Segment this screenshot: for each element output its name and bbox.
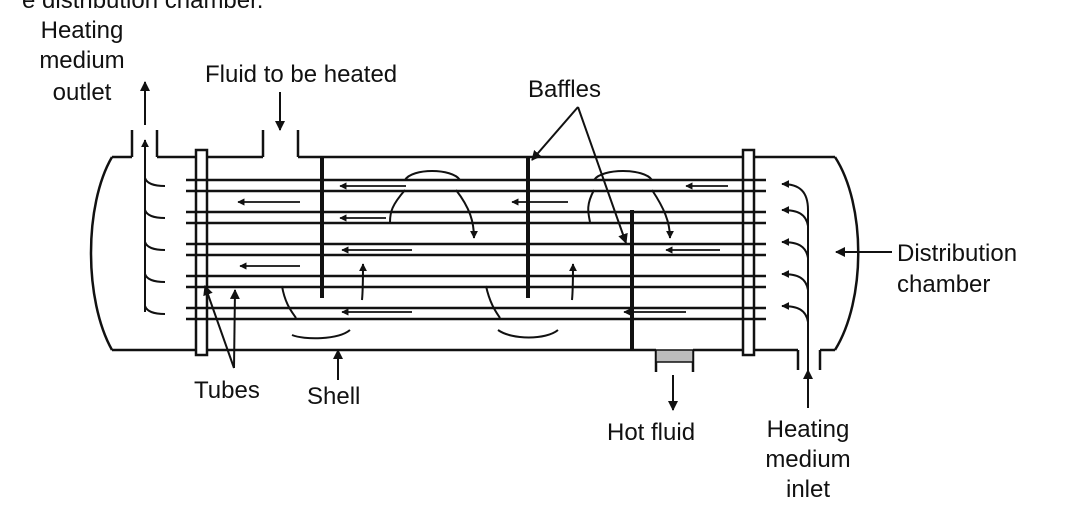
label-heating-medium-outlet-3: outlet (53, 79, 112, 106)
tube-sheet-right (741, 148, 756, 357)
callout-arrows (140, 81, 892, 411)
outlet-collector-flow (141, 139, 166, 315)
hot-fluid-outlet-port (655, 349, 694, 363)
baffles-pointer-1 (531, 106, 579, 161)
caption-fragment: e distribution chamber. (22, 0, 263, 14)
baffles-group (320, 157, 634, 350)
label-heating-medium-inlet-1: Heating (767, 416, 850, 443)
shell-side-flow-loops (281, 170, 674, 340)
tube-sheet-left (194, 148, 209, 357)
label-tubes: Tubes (194, 377, 260, 404)
label-distribution-chamber-1: Distribution (897, 240, 1017, 267)
tube-flow-arrows (237, 182, 728, 316)
baffles-pointer-2 (577, 106, 628, 244)
tubes-pointer-1 (203, 285, 235, 369)
tubes-pointer-2 (229, 289, 240, 369)
distribution-chamber-flow (781, 180, 809, 375)
label-distribution-chamber-2: chamber (897, 271, 990, 298)
label-heating-medium-outlet-1: Heating (41, 17, 124, 44)
label-heating-medium-inlet-2: medium (765, 446, 850, 473)
label-shell: Shell (307, 383, 360, 410)
label-hot-fluid: Hot fluid (607, 419, 695, 446)
label-heating-medium-outlet-2: medium (39, 47, 124, 74)
label-fluid-to-be-heated: Fluid to be heated (205, 61, 397, 88)
label-heating-medium-inlet-3: inlet (786, 476, 830, 503)
label-baffles: Baffles (528, 76, 601, 103)
